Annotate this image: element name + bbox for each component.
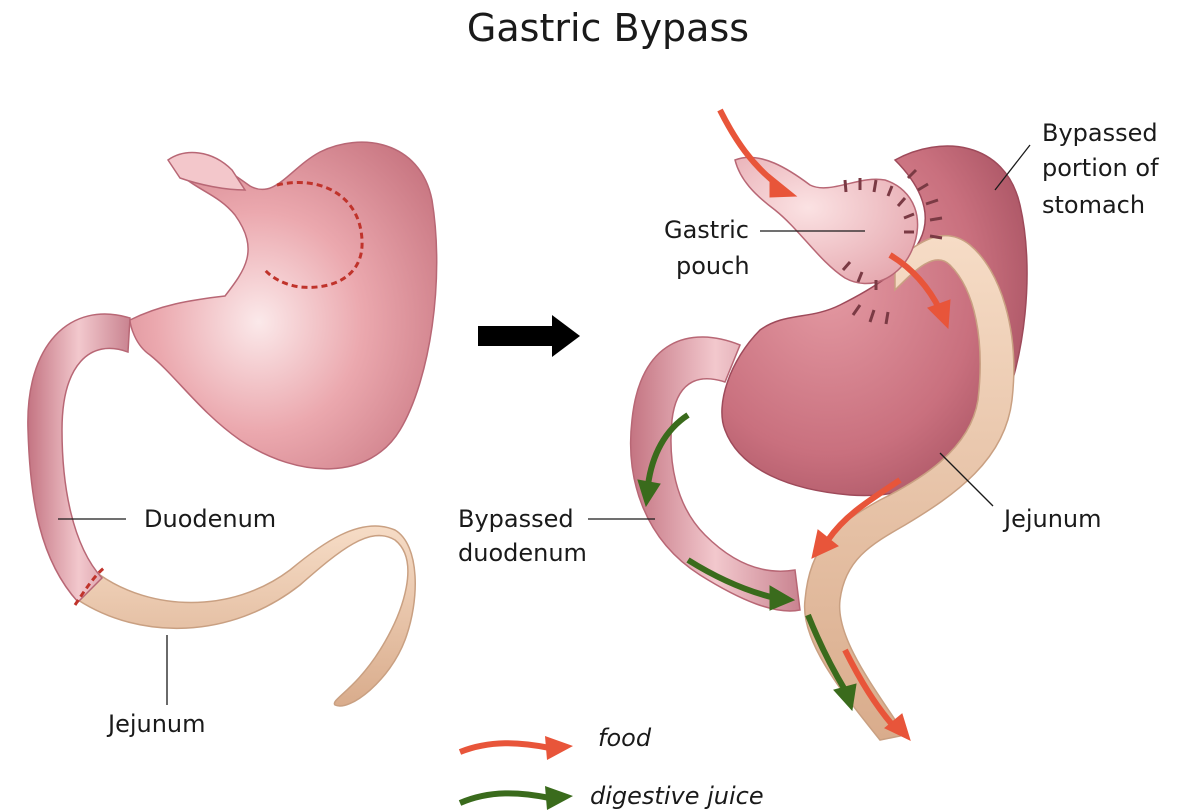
legend-food-arrowhead (545, 736, 573, 760)
jejunum-label-right: Jejunum (1004, 503, 1102, 536)
legend-arrows (460, 736, 573, 810)
stomach-normal (130, 142, 437, 469)
bypassed-stomach-label-line3: stomach (1042, 189, 1145, 222)
bypass-anatomy (588, 110, 1030, 740)
bypassed-duodenum-label-line1: Bypassed (458, 503, 574, 536)
bypassed-stomach-label-line2: portion of (1042, 152, 1159, 185)
duodenum-label: Duodenum (144, 503, 276, 536)
jejunum-label-left: Jejunum (108, 708, 206, 741)
legend-food-arrow (460, 743, 550, 752)
transition-arrow (478, 315, 580, 357)
gastric-pouch (735, 157, 918, 283)
jejunum-normal (78, 526, 415, 706)
duodenum-normal (28, 314, 130, 602)
bypassed-stomach-label-line1: Bypassed (1042, 117, 1158, 150)
legend-juice-arrow (460, 793, 550, 803)
bypassed-duodenum-label-line2: duodenum (458, 537, 587, 570)
gastric-pouch-label-line2: pouch (676, 250, 750, 283)
legend-digestive-juice-label: digestive juice (590, 782, 764, 810)
legend-food-label: food (598, 724, 651, 752)
normal-anatomy (28, 142, 437, 706)
legend-juice-arrowhead (545, 786, 573, 810)
esophagus-normal (168, 153, 245, 190)
gastric-pouch-label-line1: Gastric (664, 214, 749, 247)
page-title: Gastric Bypass (0, 6, 1192, 50)
